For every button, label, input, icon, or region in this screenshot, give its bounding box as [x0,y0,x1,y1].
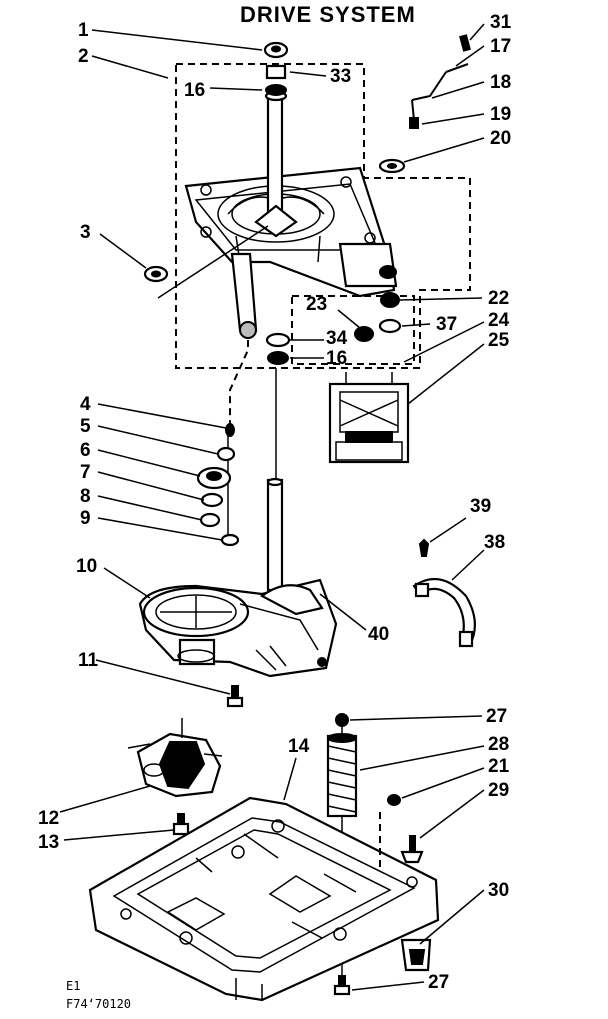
footer-code-2: F74‘70120 [66,997,131,1011]
part-5-clip [216,446,236,462]
callout-31: 31 [490,12,512,33]
callout-labels: 1 2 16 33 31 17 18 19 20 3 22 23 37 34 2… [38,12,512,993]
transmission-housing [184,166,398,339]
part-34-washer [265,332,291,348]
part-11-bolt [226,685,244,708]
drive-shaft-lower [266,368,284,592]
callout-2: 2 [78,46,89,67]
part-33-bushing [265,64,287,80]
subassembly-box-main [175,63,471,369]
callout-1: 1 [78,20,89,41]
part-13-bolt [172,813,190,836]
callout-38: 38 [484,532,505,553]
callout-22: 22 [488,288,509,309]
part-22-pulley [380,292,400,308]
callout-9: 9 [80,508,91,529]
callout-19: 19 [490,104,511,125]
part-27b-bolt [333,975,351,996]
callout-3: 3 [80,222,91,243]
callout-33: 33 [330,66,351,87]
shift-linkage [378,34,471,174]
part-23-bearing [354,326,374,342]
callout-37: 37 [436,314,457,335]
callout-11: 11 [78,650,99,671]
part-9-washer [220,533,240,547]
diagram-title: DRIVE SYSTEM [240,2,416,27]
callout-34: 34 [326,328,348,349]
part-4-pin [225,423,235,437]
callout-24: 24 [488,310,510,331]
part-39-screw [418,538,430,557]
part-21-bumper [387,794,401,806]
callout-30: 30 [488,880,509,901]
part-29-leg [400,835,424,864]
part-38-strap [412,577,477,648]
part-16-washer [265,84,287,96]
part-7-washer [200,492,224,508]
part-14-base-frame [88,796,440,1002]
part-37-washer [378,318,402,334]
callout-18: 18 [490,72,511,93]
callout-40: 40 [368,624,389,645]
callout-29: 29 [488,780,509,801]
callout-4: 4 [80,394,91,415]
part-25-pump [328,372,410,464]
callout-10: 10 [76,556,97,577]
footer-code-1: E1 [66,979,80,993]
part-27a-nut [335,713,349,727]
callout-7: 7 [80,462,91,483]
callout-28: 28 [488,734,509,755]
callout-12: 12 [38,808,59,829]
callout-16b: 16 [326,348,347,369]
callout-25: 25 [488,330,510,351]
part-16b-seal [267,351,289,365]
part-28-spring [326,733,358,818]
callout-21: 21 [488,756,510,777]
callout-14: 14 [288,736,310,757]
callout-17: 17 [490,36,511,57]
callout-6: 6 [80,440,91,461]
part-12-motor [127,718,223,798]
part-8-washer [199,512,221,528]
part-30-foot [400,938,432,972]
callout-23: 23 [306,294,327,315]
callout-5: 5 [80,416,91,437]
callout-8: 8 [80,486,91,507]
callout-39: 39 [470,496,491,517]
part-10-gearcase [138,578,338,678]
callout-16: 16 [184,80,205,101]
leader-lines [59,23,485,991]
callout-13: 13 [38,832,59,853]
callout-20: 20 [490,128,511,149]
callout-27b: 27 [428,972,449,993]
callout-27a: 27 [486,706,507,727]
